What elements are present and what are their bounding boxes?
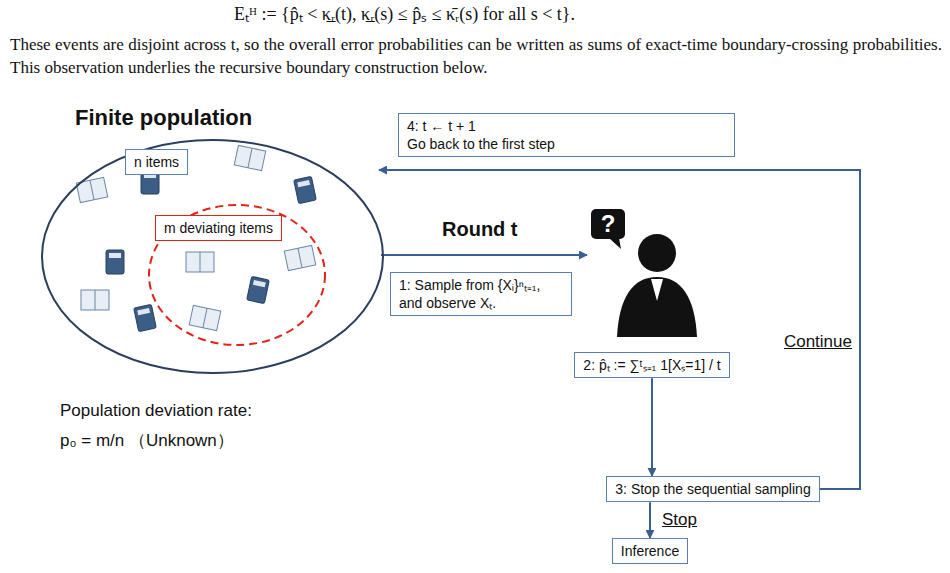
calculator-screen (297, 180, 310, 187)
node-text: n items (134, 153, 179, 171)
item-icon (234, 145, 266, 170)
node-text: Inference (621, 542, 679, 560)
node-text: ? (591, 209, 625, 239)
process-box: 1: Sample from {Xᵢ}ⁿₜ₌₁, and observe Xₜ. (390, 272, 572, 316)
calculator-screen (109, 253, 121, 258)
item-icon (294, 176, 317, 203)
person-body (617, 277, 697, 337)
book-icon (234, 145, 266, 170)
item-icon (284, 245, 316, 270)
person-head (638, 234, 676, 272)
free-label: Eₜᴴ := {p̂ₜ < κ̲ᵣ(t), κ̲ᵣ(s) ≤ p̂ₛ ≤ κ̄ᵣ… (232, 2, 577, 26)
process-box: n items (125, 149, 188, 175)
calculator-screen (253, 280, 266, 287)
item-icon (106, 250, 124, 274)
calculator-icon (294, 176, 317, 203)
item-icon (247, 276, 270, 303)
book-spine (90, 180, 94, 200)
deviating-region (149, 205, 325, 345)
process-box: 3: Stop the sequential sampling (606, 476, 819, 502)
node-text: 2: p̂ₜ := ∑ᵗₛ₌₁ 1[Xₛ=1] / t (583, 356, 720, 374)
calculator-icon (134, 304, 157, 331)
ellipse-outline (40, 138, 385, 375)
node-text: 4: t ← t + 1 (407, 117, 726, 135)
free-label: p₀ = m/n （Unknown） (58, 430, 236, 453)
population-ellipse: Finite population n items m deviating item… (40, 105, 385, 375)
node-text: 3: Stop the sequential sampling (615, 480, 810, 498)
item-icon (81, 290, 109, 310)
calculator-icon (247, 276, 270, 303)
person-icon: ? (585, 205, 710, 340)
book-icon (284, 245, 316, 270)
ellipse-shape (42, 140, 383, 373)
node-text: Finite population (40, 105, 385, 131)
process-box: 4: t ← t + 1Go back to the first step (398, 113, 735, 157)
item-icons (76, 145, 316, 331)
book-icon (189, 305, 221, 330)
speech-tail (609, 238, 621, 249)
book-spine (248, 148, 252, 168)
book-spine (298, 248, 302, 268)
book-icon (186, 252, 214, 272)
calculator-screen (137, 308, 150, 315)
process-box: Inference (612, 538, 688, 564)
process-box: 2: p̂ₜ := ∑ᵗₛ₌₁ 1[Xₛ=1] / t (574, 352, 729, 378)
book-spine (203, 308, 207, 328)
person-collar (651, 279, 663, 301)
item-icon (134, 304, 157, 331)
book-icon (81, 290, 109, 310)
flow-arrow (651, 378, 653, 476)
edge-label: Round t (440, 218, 520, 241)
item-icon (186, 252, 214, 272)
node-text: m deviating items (164, 219, 273, 237)
process-box: m deviating items (155, 215, 282, 241)
flow-arrow (379, 170, 860, 489)
edge-label: Continue (782, 332, 854, 352)
free-label: Population deviation rate: (58, 400, 254, 423)
free-label: These events are disjoint across t, so t… (8, 34, 944, 80)
book-spine (95, 290, 96, 310)
flow-arrow (649, 502, 651, 538)
calculator-icon (106, 250, 124, 274)
flow-arrow (381, 254, 587, 256)
node-text: Go back to the first step (407, 135, 726, 153)
book-spine (200, 252, 201, 272)
node-text: 1: Sample from {Xᵢ}ⁿₜ₌₁, and observe Xₜ. (399, 276, 563, 312)
speech-bubble (591, 209, 625, 239)
item-icon (189, 305, 221, 330)
edge-label: Stop (660, 510, 699, 530)
